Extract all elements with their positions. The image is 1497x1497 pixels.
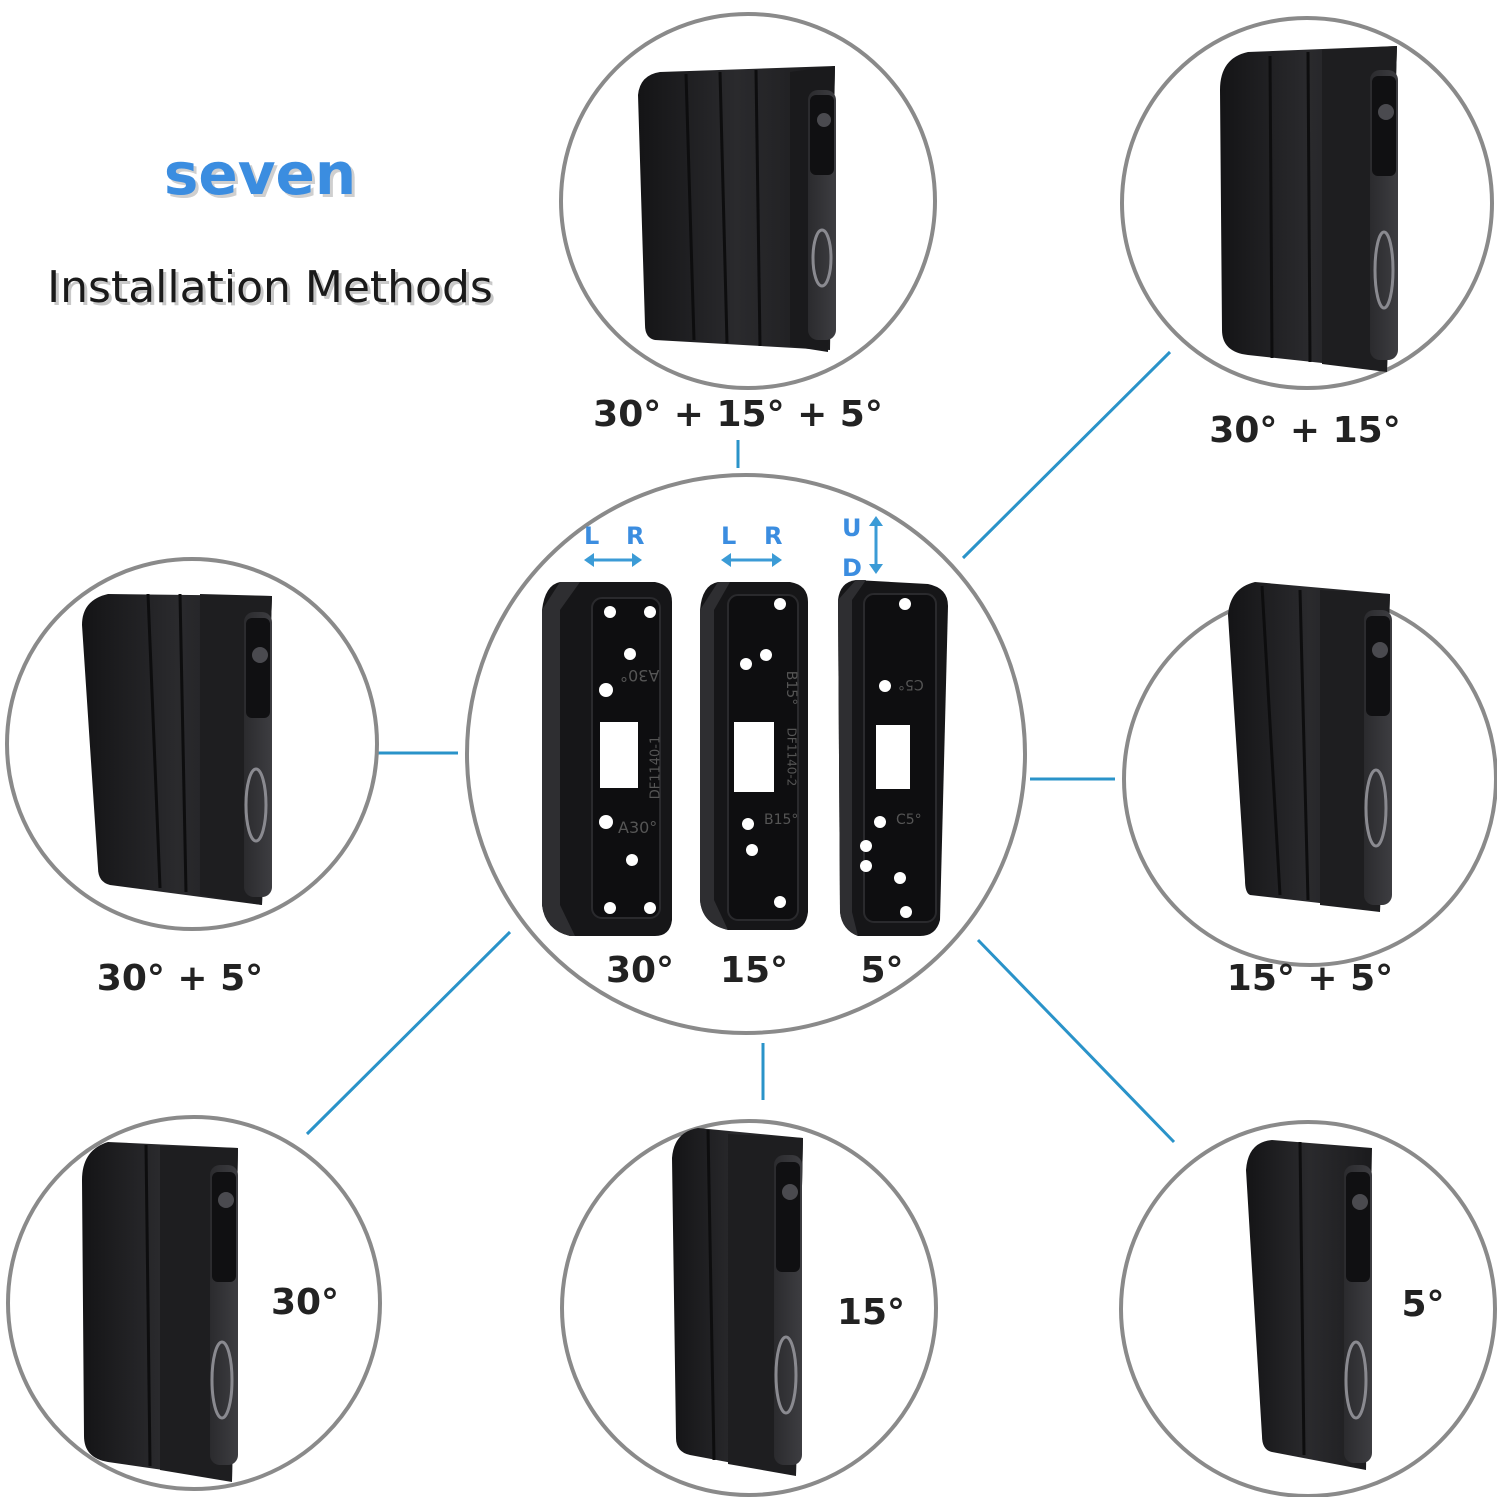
connector-top-right	[961, 350, 1172, 560]
plate-30-mark-bottom: A30°	[618, 818, 658, 837]
heading-count: seven	[163, 140, 357, 208]
plate-15-mark-top: B15°	[783, 670, 800, 706]
doorbell-combo-30-15-5	[638, 66, 836, 352]
connector-bottom-right	[976, 938, 1176, 1144]
mounting-plate-15	[700, 582, 808, 930]
plate-15-mark-bottom: B15°	[764, 812, 799, 828]
dir-down: D	[842, 554, 862, 582]
doorbell-combo-30-15	[1220, 46, 1398, 372]
combo-label-top: 30° + 15° + 5°	[593, 394, 883, 435]
plate-30-mark-top: A30°	[620, 666, 660, 685]
connector-bottom-left	[305, 930, 512, 1136]
doorbell-single-30	[82, 1142, 238, 1482]
combo-label-bottom-right: 5°	[1401, 1284, 1445, 1325]
plate-30-mark-code: DF1140-1	[648, 735, 664, 800]
mounting-plate-30	[542, 582, 672, 936]
combo-label-top-right: 30° + 15°	[1209, 410, 1401, 451]
dir-right-2: R	[764, 522, 783, 550]
plate-5-mark-top: C5°	[898, 676, 924, 692]
plate-label-15: 15°	[719, 950, 789, 991]
heading-subtitle: Installation Methods	[47, 262, 493, 313]
plate-label-5: 5°	[860, 950, 904, 991]
combo-label-bottom-center: 15°	[836, 1292, 906, 1333]
plate-label-30: 30°	[605, 950, 675, 991]
combo-label-bottom-left: 30°	[270, 1282, 340, 1323]
plate-15-mark-code: DF1140-2	[784, 727, 799, 787]
dir-up: U	[842, 514, 862, 542]
dir-left-2: L	[721, 522, 737, 550]
mounting-plate-5	[838, 580, 948, 936]
connector-lines	[305, 350, 1176, 1144]
combo-label-left: 30° + 5°	[96, 958, 264, 999]
dir-left-1: L	[584, 522, 600, 550]
doorbell-single-5	[1246, 1140, 1372, 1470]
dir-right-1: R	[626, 522, 645, 550]
doorbell-single-15	[672, 1128, 803, 1476]
plate-5-mark-bottom: C5°	[896, 812, 922, 828]
doorbell-combo-30-5	[82, 593, 272, 905]
combo-label-right: 15° + 5°	[1226, 958, 1394, 999]
direction-arrows	[584, 516, 883, 574]
doorbell-combo-15-5	[1228, 582, 1392, 912]
